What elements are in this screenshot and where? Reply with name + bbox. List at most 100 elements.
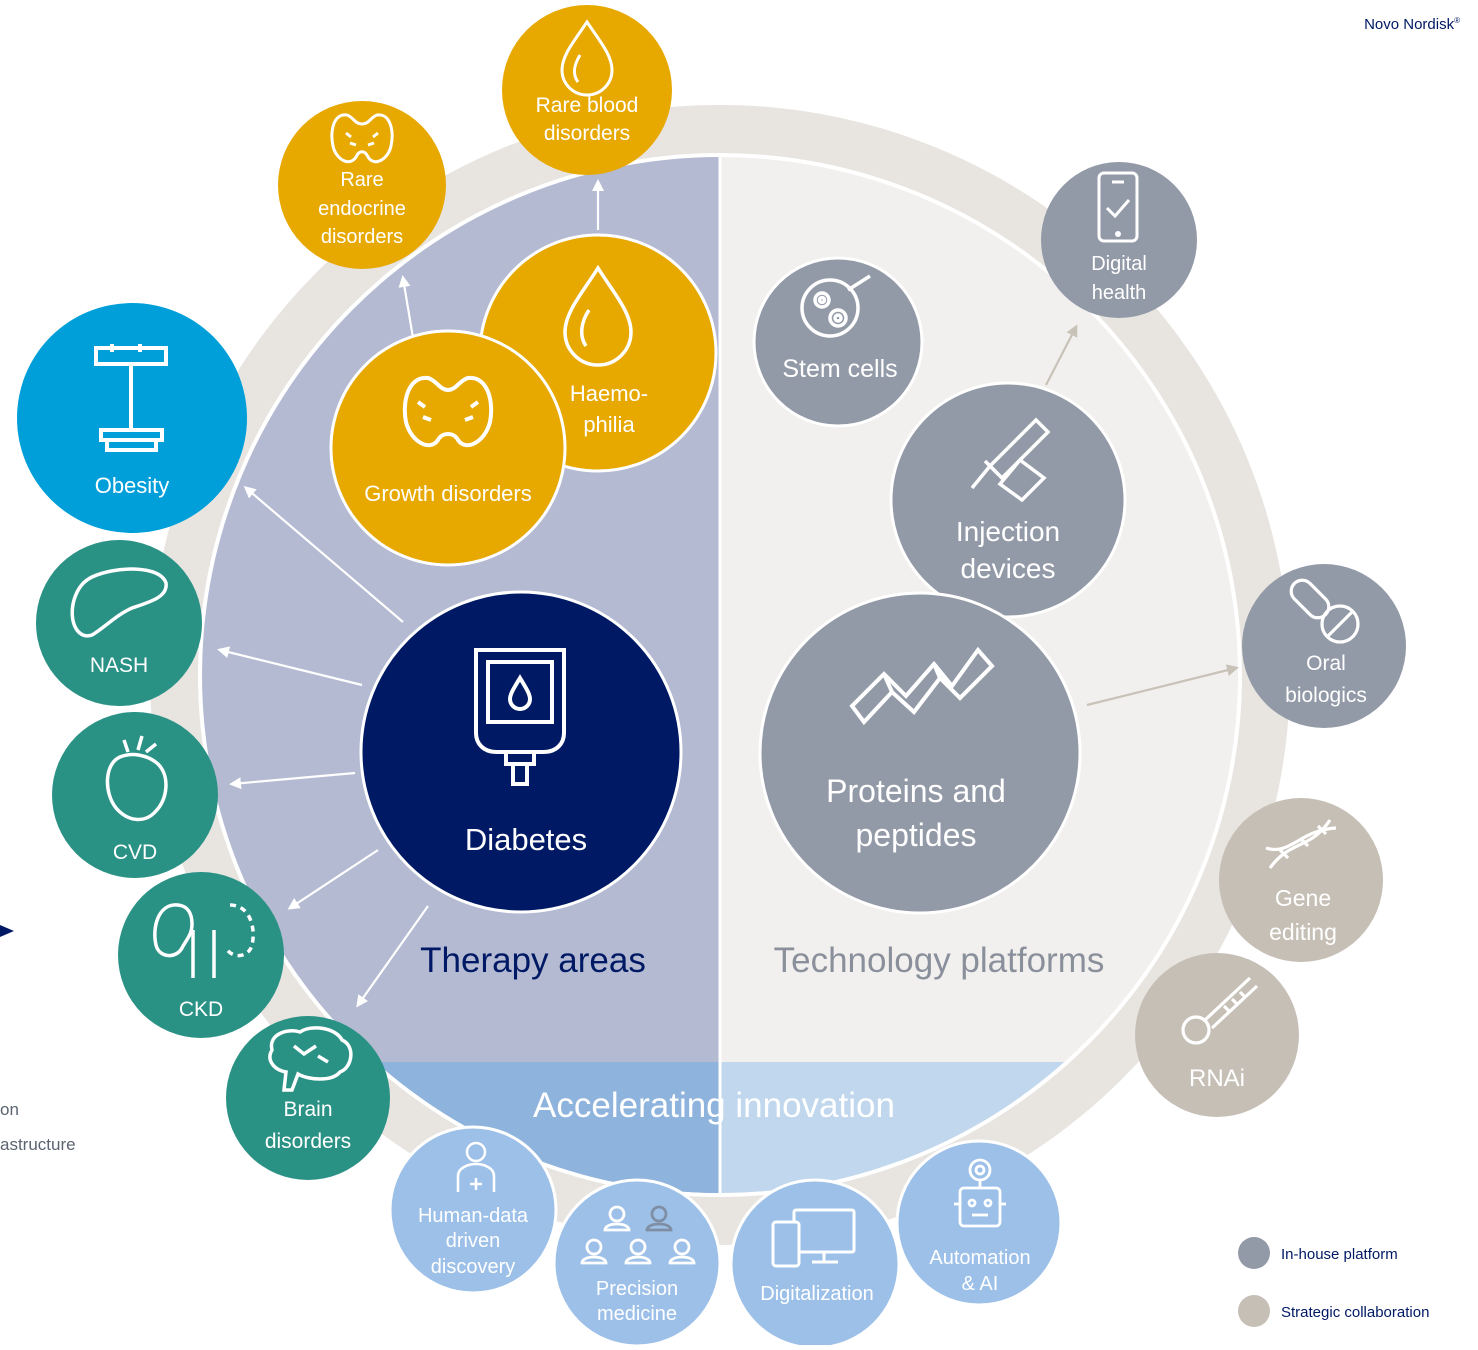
svg-text:biologics: biologics [1285, 684, 1367, 707]
svg-text:disorders: disorders [544, 122, 630, 145]
accelerating-innovation-heading: Accelerating innovation [533, 1086, 895, 1125]
arrow-to-oral-biologics [1086, 664, 1239, 707]
node-nash[interactable]: NASH [36, 540, 202, 706]
petri-dish-icon [800, 274, 871, 338]
heart-icon [105, 735, 168, 822]
arrow-to-ckd [287, 849, 379, 910]
svg-text:Automation: Automation [929, 1247, 1030, 1269]
svg-text:Diabetes: Diabetes [465, 822, 587, 857]
node-digital-health[interactable]: Digital health [1041, 162, 1197, 318]
svg-text:Precision: Precision [596, 1278, 678, 1300]
thyroid-icon [402, 375, 494, 448]
svg-text:Rare: Rare [340, 169, 383, 191]
pills-icon [1289, 578, 1360, 644]
arrow-to-brain [356, 905, 429, 1008]
robot-icon [954, 1158, 1006, 1228]
devices-icon [771, 1208, 856, 1268]
svg-text:disorders: disorders [265, 1130, 351, 1153]
svg-text:endocrine: endocrine [318, 198, 406, 220]
svg-text:Human-data: Human-data [418, 1205, 529, 1227]
therapy-arrows [217, 179, 604, 1008]
node-gene-editing[interactable]: Gene editing [1219, 798, 1383, 962]
svg-text:Stem cells: Stem cells [782, 355, 897, 383]
arrow-to-obesity [243, 486, 404, 623]
peptide-ribbon-icon [849, 646, 995, 726]
node-human-data-driven-discovery[interactable]: Human-data driven discovery [388, 1125, 558, 1295]
legend-label-strategic: Strategic collaboration [1281, 1304, 1429, 1321]
dna-icon [1265, 819, 1337, 869]
svg-text:disorders: disorders [321, 226, 403, 248]
thyroid-icon [330, 113, 394, 164]
pen-injector-icon [970, 417, 1051, 503]
person-icon [456, 1141, 496, 1192]
node-obesity[interactable]: Obesity [17, 303, 247, 533]
glucose-meter-icon [474, 648, 566, 786]
arrow-to-digital-health [1045, 324, 1078, 386]
svg-text:editing: editing [1269, 919, 1337, 945]
arrow-to-nash [217, 646, 363, 687]
node-precision-medicine[interactable]: Precision medicine [552, 1178, 722, 1348]
brand-logo: Novo Nordisk® [1364, 16, 1460, 33]
svg-text:& AI: & AI [962, 1273, 999, 1295]
technology-platforms-heading: Technology platforms [774, 941, 1105, 980]
svg-text:philia: philia [583, 412, 635, 437]
brand-registered-mark: ® [1454, 16, 1460, 25]
brand-name: Novo Nordisk [1364, 16, 1455, 33]
node-cvd[interactable]: CVD [52, 712, 218, 878]
node-rare-blood-disorders[interactable]: Rare blood disorders [502, 5, 672, 175]
svg-text:Rare blood: Rare blood [536, 94, 639, 117]
svg-text:Haemo-: Haemo- [570, 381, 648, 406]
svg-text:Gene: Gene [1275, 885, 1331, 911]
brain-icon [268, 1026, 353, 1092]
node-ckd[interactable]: CKD [118, 872, 284, 1038]
svg-text:Digital: Digital [1091, 253, 1147, 275]
svg-text:health: health [1092, 282, 1147, 304]
node-rare-endocrine-disorders[interactable]: Rare endocrine disorders [278, 101, 446, 269]
side-text-fragment-1: on [0, 1100, 19, 1119]
svg-text:CKD: CKD [179, 998, 223, 1021]
node-oral-biologics[interactable]: Oral biologics [1242, 564, 1406, 728]
node-diabetes[interactable]: Diabetes [359, 590, 683, 914]
node-stem-cells[interactable]: Stem cells [752, 256, 924, 428]
svg-text:RNAi: RNAi [1189, 1065, 1245, 1092]
node-growth-disorders[interactable]: Growth disorders [329, 329, 567, 567]
platform-arrows [1045, 324, 1239, 707]
legend-swatch-strategic [1238, 1295, 1270, 1327]
svg-text:peptides: peptides [856, 817, 977, 853]
svg-text:Injection: Injection [956, 516, 1060, 547]
smartphone-icon [1097, 171, 1139, 243]
drop-icon [563, 264, 633, 367]
svg-text:discovery: discovery [431, 1256, 515, 1278]
svg-text:Oral: Oral [1306, 652, 1346, 675]
svg-text:medicine: medicine [597, 1303, 677, 1325]
node-automation-ai[interactable]: Automation & AI [895, 1139, 1063, 1307]
legend-swatch-inhouse [1238, 1237, 1270, 1269]
arrow-to-cvd [229, 771, 356, 790]
node-rnai[interactable]: RNAi [1135, 953, 1299, 1117]
svg-text:Growth disorders: Growth disorders [364, 481, 532, 506]
thermometer-icon [1181, 976, 1259, 1045]
kidney-icon [153, 903, 255, 978]
svg-text:devices: devices [961, 553, 1056, 584]
legend-label-inhouse: In-house platform [1281, 1246, 1398, 1263]
people-group-icon [580, 1205, 696, 1265]
drop-icon [560, 19, 614, 97]
node-brain-disorders[interactable]: Brain disorders [226, 1016, 390, 1180]
legend: In-house platform Strategic collaboratio… [1238, 1237, 1429, 1327]
liver-icon [70, 567, 168, 638]
node-digitalization[interactable]: Digitalization [729, 1178, 901, 1350]
node-proteins-and-peptides[interactable]: Proteins and peptides [758, 591, 1082, 915]
svg-text:Digitalization: Digitalization [760, 1283, 873, 1305]
svg-text:Brain: Brain [283, 1098, 332, 1121]
side-text-fragment-2: astructure [0, 1135, 76, 1154]
scale-icon [94, 344, 168, 452]
therapy-areas-heading: Therapy areas [420, 941, 646, 980]
svg-text:CVD: CVD [113, 841, 157, 864]
edge-arrow-icon [0, 925, 14, 937]
svg-text:driven: driven [446, 1230, 500, 1252]
node-injection-devices[interactable]: Injection devices [889, 381, 1127, 619]
svg-text:NASH: NASH [90, 654, 148, 677]
svg-text:Obesity: Obesity [95, 473, 170, 498]
